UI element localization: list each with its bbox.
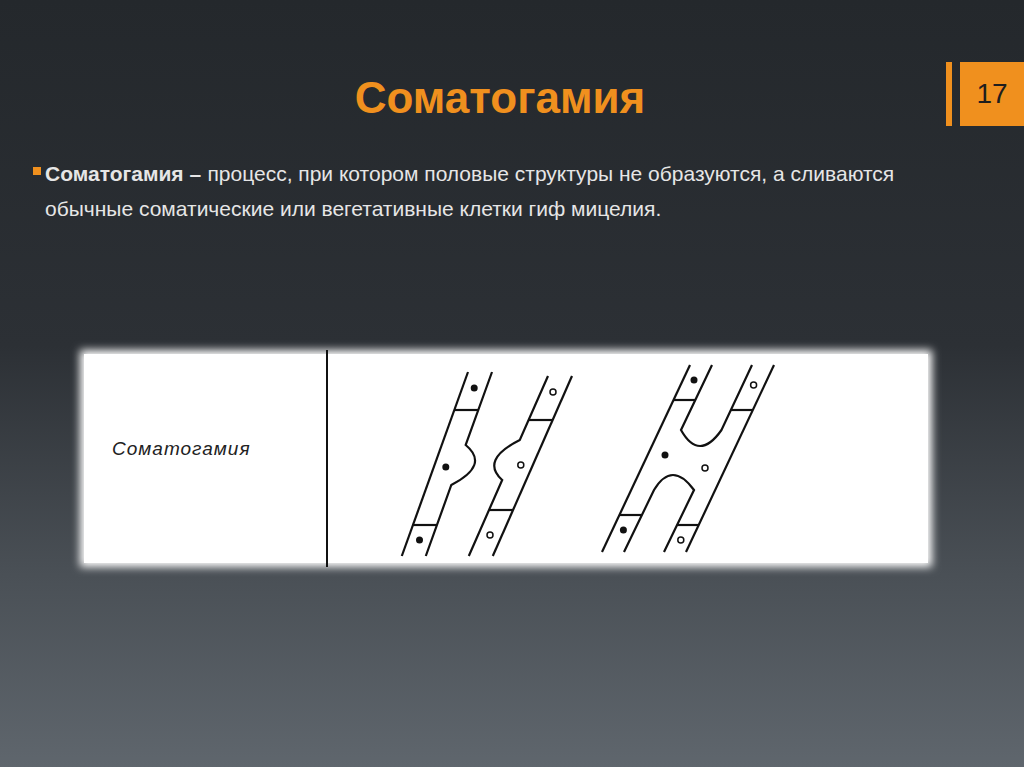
- hyphae-before-fusion: [402, 372, 572, 556]
- bullet-mark: [33, 167, 41, 175]
- panel-glow: [80, 350, 932, 567]
- nuclei-before-fusion: [416, 385, 556, 544]
- bullet-text: Соматогамия –процесс, при котором половы…: [45, 156, 925, 226]
- nuclei-fused: [620, 377, 757, 544]
- slide-number: 17: [960, 62, 1024, 126]
- number-box: [960, 62, 1024, 126]
- term: Соматогамия –: [45, 162, 201, 185]
- image-panel: [84, 354, 928, 563]
- slide-title: Соматогамия: [200, 68, 800, 128]
- panel-label: Соматогамия: [112, 436, 251, 462]
- divider-line: [326, 350, 328, 567]
- accent-bar: [946, 62, 952, 126]
- hyphae-fused: [602, 365, 774, 552]
